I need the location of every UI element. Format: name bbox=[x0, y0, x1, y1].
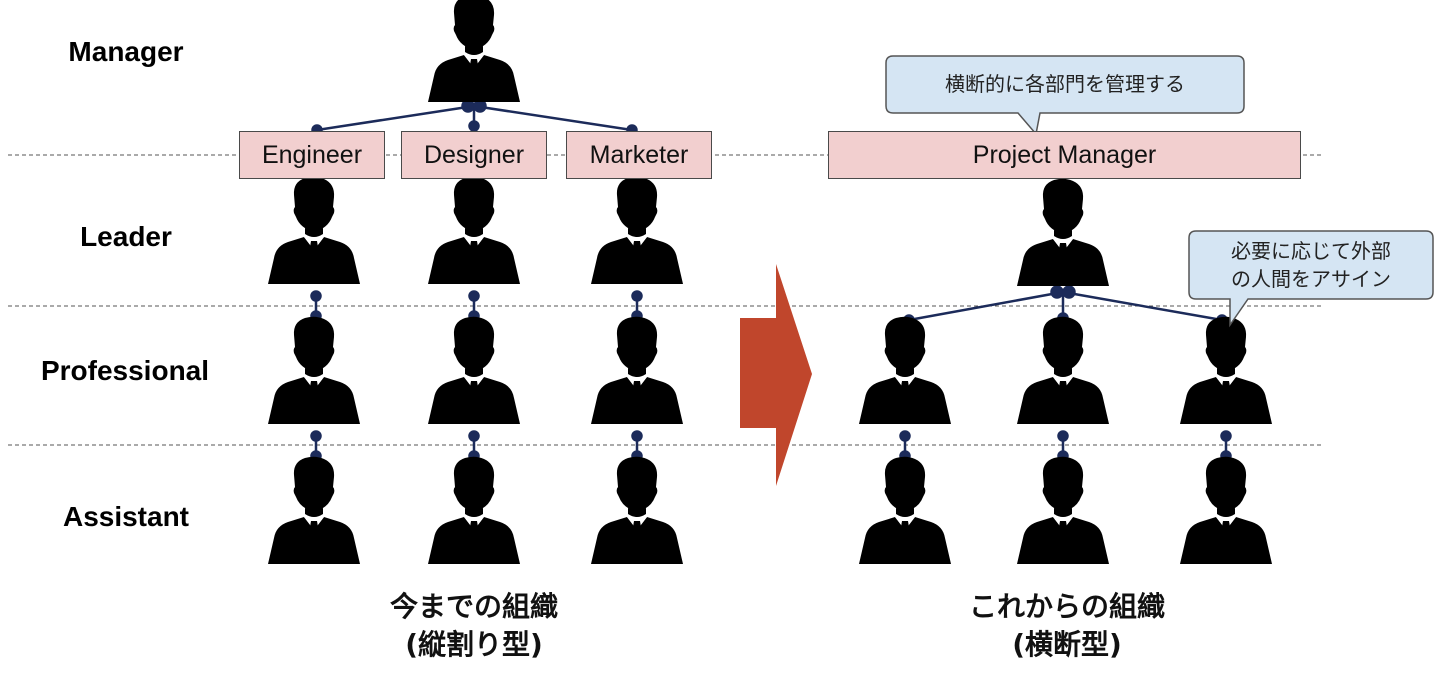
person-icon bbox=[268, 316, 360, 424]
callout-cross-manage-bubble bbox=[885, 55, 1245, 136]
project-manager-box: Project Manager bbox=[828, 131, 1301, 179]
department-box-designer: Designer bbox=[401, 131, 547, 179]
person-icon bbox=[859, 316, 951, 424]
person-icon bbox=[591, 316, 683, 424]
person-icon bbox=[1017, 456, 1109, 564]
person-icon bbox=[1017, 178, 1109, 286]
person-icon bbox=[859, 456, 951, 564]
callout-assign-line1: 必要に応じて外部 bbox=[1231, 239, 1391, 263]
right-arrow-icon bbox=[740, 264, 812, 486]
level-label-manager: Manager bbox=[68, 36, 184, 67]
caption-new-structure: これからの組織 (横断型) bbox=[922, 588, 1212, 664]
person-icon bbox=[1180, 316, 1272, 424]
level-label-leader: Leader bbox=[80, 221, 172, 252]
department-box-engineer: Engineer bbox=[239, 131, 385, 179]
person-icon bbox=[591, 456, 683, 564]
person-icon bbox=[268, 456, 360, 564]
callout-cross-manage-text: 横断的に各部門を管理する bbox=[945, 72, 1185, 96]
person-icon bbox=[428, 316, 520, 424]
callout-assign-bubble bbox=[1188, 230, 1434, 328]
person-icon bbox=[428, 176, 520, 284]
caption-new-line1: これからの組織 bbox=[968, 590, 1165, 623]
caption-old-line2: (縦割り型) bbox=[405, 628, 543, 661]
level-label-professional: Professional bbox=[40, 355, 210, 386]
person-icon bbox=[591, 176, 683, 284]
callout-assign-text: 必要に応じて外部 の人間をアサイン bbox=[1189, 237, 1433, 293]
person-icon bbox=[428, 456, 520, 564]
caption-old-structure: 今までの組織 (縦割り型) bbox=[334, 588, 614, 664]
person-icon bbox=[1017, 316, 1109, 424]
person-icon bbox=[268, 176, 360, 284]
level-label-assistant: Assistant bbox=[62, 501, 190, 532]
callout-assign-line2: の人間をアサイン bbox=[1231, 267, 1391, 291]
person-icon bbox=[428, 0, 520, 102]
caption-old-line1: 今までの組織 bbox=[389, 590, 558, 623]
person-icon bbox=[1180, 456, 1272, 564]
caption-new-line2: (横断型) bbox=[1012, 628, 1122, 661]
department-box-marketer: Marketer bbox=[566, 131, 712, 179]
